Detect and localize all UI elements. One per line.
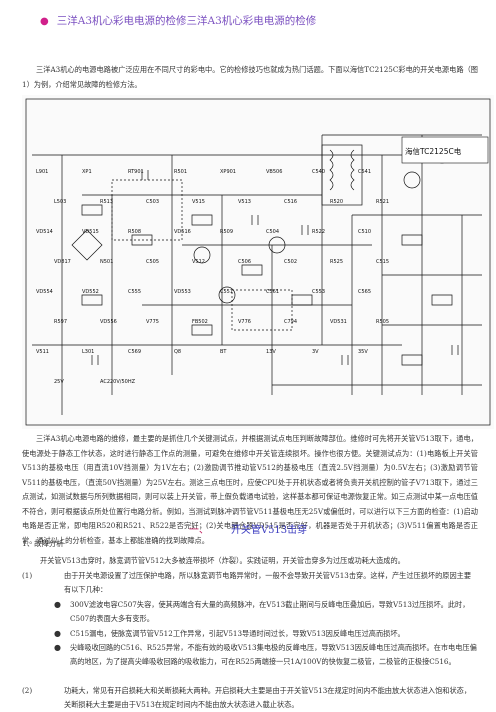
component-label: R597	[54, 319, 67, 325]
bullet-icon: ●	[40, 16, 49, 27]
component-label: 3V	[312, 349, 319, 355]
component-label: C503	[146, 199, 159, 205]
component-label: C516	[284, 199, 297, 205]
component-label: VD516	[174, 229, 191, 235]
bullet-item: ● 尖峰吸收回路的C516、R525异常，不能有效的吸收V513集电极的反峰电压…	[54, 641, 478, 685]
component-label: V513	[238, 199, 251, 205]
component-label: C551	[220, 289, 233, 295]
section-heading: 一、 开关管V513击穿	[0, 521, 496, 536]
component-label: VD515	[82, 229, 99, 235]
component-label: V775	[146, 319, 159, 325]
component-label: R509	[220, 229, 233, 235]
component-label: C510	[358, 229, 371, 235]
component-label: C540	[312, 169, 325, 175]
component-label: C794	[284, 319, 297, 325]
item-text: 功耗大，常见有开启损耗大和关断损耗大两种。开启损耗大主要是由于开关管V513在规…	[64, 686, 472, 710]
item-label: (2)	[22, 686, 33, 695]
page-title: ● 三洋A3机心彩电电源的检修三洋A3机心彩电电源的检修	[40, 13, 480, 28]
component-label: RT901	[128, 169, 144, 175]
component-label: V512	[192, 259, 205, 265]
component-label: R525	[330, 259, 343, 265]
component-label: VD553	[174, 289, 191, 295]
component-label: C515	[376, 259, 389, 265]
list-item: (2) 功耗大，常见有开启损耗大和关断损耗大两种。开启损耗大主要是由于开关管V5…	[22, 684, 478, 709]
component-label: R513	[100, 199, 113, 205]
component-label: VD554	[36, 289, 53, 295]
component-label: L901	[36, 169, 48, 175]
component-label: C561	[266, 289, 279, 295]
component-label: R508	[128, 229, 141, 235]
intro-paragraph: 三洋A3机心的电源电路被广泛应用在不同尺寸的彩电中。它的检修技巧也就成为热门话题…	[22, 65, 478, 89]
component-label: VD514	[36, 229, 53, 235]
model-label-box	[401, 136, 489, 164]
component-label: L301	[82, 349, 94, 355]
component-label: R522	[312, 229, 325, 235]
component-label: C569	[128, 349, 141, 355]
component-label: VD556	[100, 319, 117, 325]
component-label: C565	[358, 289, 371, 295]
item-text: 由于开关电源设置了过压保护电路，所以脉宽调节电路异常时，一般不会导致开关管V51…	[64, 571, 472, 595]
item-label: (1)	[22, 571, 33, 580]
bullet-text: 300V滤波电容C507失容，使其两端含有大量的高频脉冲，在V513截止期间与反…	[70, 600, 470, 624]
component-label: R520	[330, 199, 343, 205]
component-label: L503	[54, 199, 66, 205]
component-label: XP901	[220, 169, 236, 175]
component-label: C553	[312, 289, 325, 295]
component-label: V515	[192, 199, 205, 205]
component-label: R501	[174, 169, 187, 175]
fault-intro-paragraph: 开关管V513击穿时，脉宽调节管V512大多被连带损坏（炸裂）。实践证明，开关管…	[40, 556, 405, 565]
component-label: C555	[128, 289, 141, 295]
component-label: C502	[284, 259, 297, 265]
circuit-schematic-svg: 海信TC2125C电 L901 XP1 RT901 R501 XP901 VB506 C54…	[25, 98, 491, 426]
bullet-text: 尖峰吸收回路的C516、R525异常，不能有效的吸收V513集电极的反峰电压，导…	[70, 643, 477, 667]
circuit-diagram: 海信TC2125C电 L901 XP1 RT901 R501 XP901 VB506 C54…	[22, 95, 494, 429]
component-label: VD531	[330, 319, 347, 325]
model-label: 海信TC2125C电	[405, 146, 462, 156]
analysis-paragraph: 三洋A3机心电源电路的维修，最主要的是抓住几个关键测试点，并根据测试点电压判断故…	[22, 434, 478, 545]
section-number: 一、	[188, 525, 209, 536]
component-label: V776	[238, 319, 251, 325]
subheading-fault-analysis: 1、故障分析	[22, 539, 64, 548]
bullet-text: C515漏电，使脉宽调节管V512工作异常，引起V513导通时间过长，导致V51…	[70, 629, 405, 638]
component-label: 13V	[266, 349, 276, 355]
component-label: V511	[36, 349, 49, 355]
bullet-icon: ●	[54, 600, 61, 609]
component-label: R521	[376, 199, 389, 205]
component-label: C506	[238, 259, 251, 265]
component-label: Q8	[174, 349, 181, 355]
component-label: C505	[146, 259, 159, 265]
component-label: N501	[100, 259, 113, 265]
component-label: 35V	[358, 349, 368, 355]
component-label: C504	[266, 229, 279, 235]
component-label: VB506	[266, 169, 282, 175]
list-item: (1) 由于开关电源设置了过压保护电路，所以脉宽调节电路异常时，一般不会导致开关…	[22, 569, 478, 599]
circuit-wires	[25, 98, 491, 426]
component-label: XP1	[82, 169, 92, 175]
component-label: R505	[376, 319, 389, 325]
bullet-item: ● C515漏电，使脉宽调节管V512工作异常，引起V513导通时间过长，导致V…	[54, 627, 478, 643]
bullet-icon: ●	[54, 643, 61, 652]
title-text: 三洋A3机心彩电电源的检修三洋A3机心彩电电源的检修	[56, 15, 317, 27]
component-label: C541	[358, 169, 371, 175]
component-label: VD817	[54, 259, 71, 265]
component-label: AC220V/50HZ	[100, 379, 136, 385]
bullet-icon: ●	[54, 629, 61, 638]
component-label: VD552	[82, 289, 99, 295]
bullet-item: ● 300V滤波电容C507失容，使其两端含有大量的高频脉冲，在V513截止期间…	[54, 598, 478, 628]
component-label: 25V	[54, 379, 64, 385]
component-label: BT	[220, 349, 227, 355]
component-label: FB502	[192, 319, 208, 325]
section-title: 开关管V513击穿	[230, 525, 308, 536]
